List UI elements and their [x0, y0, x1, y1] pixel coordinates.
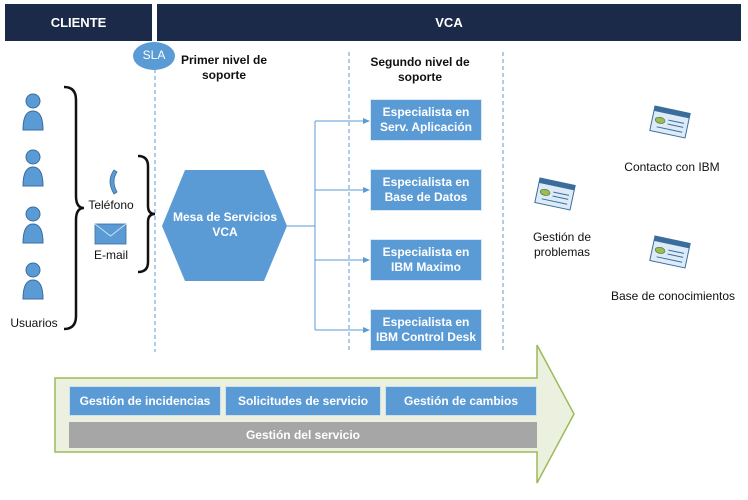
- service-management-bar: Gestión del servicio: [69, 422, 537, 448]
- specialist-ibm-control-desk: Especialista en IBM Control Desk: [370, 309, 482, 351]
- users-label: Usuarios: [10, 316, 58, 330]
- window-icon: [649, 235, 691, 269]
- problem-management-label: Gestión de problemas: [532, 230, 592, 259]
- header-vca: VCA: [157, 4, 741, 41]
- knowledge-base-label: Base de conocimientos: [610, 289, 736, 303]
- email-label: E-mail: [93, 248, 128, 262]
- specialist-app-server: Especialista en Serv. Aplicación: [370, 99, 482, 141]
- window-icon: [649, 105, 691, 139]
- specialist-ibm-maximo: Especialista en IBM Maximo: [370, 239, 482, 281]
- second-level-label: Segundo nivel de soporte: [370, 55, 470, 84]
- ibm-contact-label: Contacto con IBM: [624, 160, 720, 174]
- sla-label: SLA: [142, 48, 166, 62]
- service-requests-box: Solicitudes de servicio: [225, 386, 381, 416]
- phone-label: Teléfono: [88, 198, 134, 212]
- telephone-icon: [109, 169, 118, 195]
- channels-brace: [137, 154, 156, 274]
- first-level-label: Primer nivel de soporte: [180, 53, 268, 82]
- user-icon: [22, 93, 44, 300]
- service-desk-label: Mesa de Servicios VCA: [172, 210, 278, 239]
- change-management-box: Gestión de cambios: [385, 386, 537, 416]
- envelope-icon: [94, 223, 127, 245]
- incident-management-box: Gestión de incidencias: [69, 386, 221, 416]
- specialist-database: Especialista en Base de Datos: [370, 169, 482, 211]
- service-desk-hexagon: [162, 170, 287, 281]
- users-brace: [63, 85, 85, 331]
- sla-badge: [133, 42, 175, 70]
- window-icon: [534, 177, 576, 211]
- header-cliente: CLIENTE: [5, 4, 152, 41]
